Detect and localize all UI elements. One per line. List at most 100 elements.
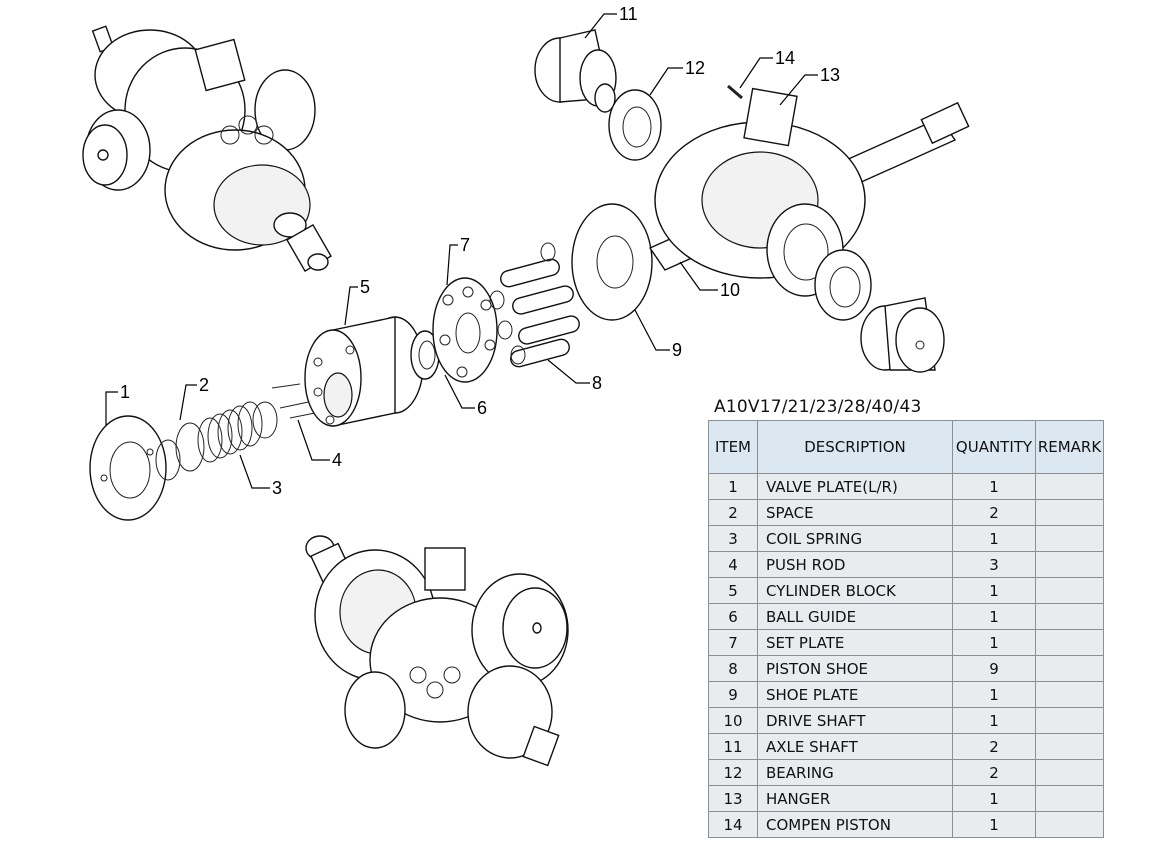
cell-description: SET PLATE <box>757 629 953 656</box>
cell-remark <box>1035 629 1104 656</box>
callout-1: 1 <box>120 382 130 402</box>
cell-item: 3 <box>708 525 758 552</box>
header-remark: REMARK <box>1035 420 1104 474</box>
cell-description: PISTON SHOE <box>757 655 953 682</box>
cell-item: 10 <box>708 707 758 734</box>
cell-quantity: 2 <box>952 759 1036 786</box>
cell-item: 7 <box>708 629 758 656</box>
cell-quantity: 3 <box>952 551 1036 578</box>
part-axle-shaft-upper <box>534 29 617 113</box>
cell-quantity: 1 <box>952 811 1036 838</box>
cell-item: 11 <box>708 733 758 760</box>
callout-4: 4 <box>332 450 342 470</box>
part-ball-guide <box>410 330 440 380</box>
table-header-row: ITEM DESCRIPTION QUANTITY REMARK <box>708 420 1104 474</box>
callout-14: 14 <box>775 48 795 68</box>
part-bearing-lower <box>814 249 872 321</box>
header-description: DESCRIPTION <box>757 420 953 474</box>
part-compen-piston <box>727 84 743 100</box>
header-item: ITEM <box>708 420 758 474</box>
cell-quantity: 2 <box>952 499 1036 526</box>
cell-description: COMPEN PISTON <box>757 811 953 838</box>
cell-remark <box>1035 551 1104 578</box>
cell-description: AXLE SHAFT <box>757 733 953 760</box>
cell-description: HANGER <box>757 785 953 812</box>
callout-13: 13 <box>820 65 840 85</box>
cell-item: 5 <box>708 577 758 604</box>
cell-item: 8 <box>708 655 758 682</box>
part-cylinder-block <box>304 316 424 427</box>
cell-item: 6 <box>708 603 758 630</box>
cell-quantity: 9 <box>952 655 1036 682</box>
cell-item: 4 <box>708 551 758 578</box>
part-coil-spring <box>197 401 263 463</box>
callout-9: 9 <box>672 340 682 360</box>
cell-remark <box>1035 785 1104 812</box>
cell-remark <box>1035 655 1104 682</box>
callout-7: 7 <box>460 235 470 255</box>
cell-remark <box>1035 707 1104 734</box>
callout-6: 6 <box>477 398 487 418</box>
assembled-pump-view-top <box>82 25 332 273</box>
cell-description: BALL GUIDE <box>757 603 953 630</box>
cell-item: 9 <box>708 681 758 708</box>
callout-3: 3 <box>272 478 282 498</box>
cell-remark <box>1035 759 1104 786</box>
cell-description: SHOE PLATE <box>757 681 953 708</box>
part-piston-shoes <box>489 242 580 368</box>
callout-10: 10 <box>720 280 740 300</box>
cell-item: 12 <box>708 759 758 786</box>
cell-remark <box>1035 603 1104 630</box>
cell-quantity: 1 <box>952 473 1036 500</box>
cell-quantity: 1 <box>952 707 1036 734</box>
cell-quantity: 1 <box>952 525 1036 552</box>
cell-remark <box>1035 681 1104 708</box>
cell-description: COIL SPRING <box>757 525 953 552</box>
cell-quantity: 1 <box>952 681 1036 708</box>
cell-description: CYLINDER BLOCK <box>757 577 953 604</box>
cell-remark <box>1035 577 1104 604</box>
cell-remark <box>1035 733 1104 760</box>
callout-12: 12 <box>685 58 705 78</box>
cell-quantity: 1 <box>952 603 1036 630</box>
part-valve-plate <box>89 415 167 521</box>
cell-item: 1 <box>708 473 758 500</box>
cell-remark <box>1035 473 1104 500</box>
callout-labels: 1 2 3 4 5 6 7 8 9 10 11 12 14 13 <box>120 4 840 498</box>
cell-remark <box>1035 499 1104 526</box>
callout-leaders <box>105 13 818 489</box>
cell-description: VALVE PLATE(L/R) <box>757 473 953 500</box>
cell-remark <box>1035 525 1104 552</box>
part-bearing-upper <box>608 89 662 161</box>
cell-quantity: 1 <box>952 785 1036 812</box>
part-space-rings <box>155 401 278 481</box>
cell-item: 13 <box>708 785 758 812</box>
callout-5: 5 <box>360 277 370 297</box>
callout-11: 11 <box>619 4 638 24</box>
header-quantity: QUANTITY <box>952 420 1036 474</box>
cell-quantity: 1 <box>952 577 1036 604</box>
callout-8: 8 <box>592 373 602 393</box>
cell-item: 14 <box>708 811 758 838</box>
cell-description: SPACE <box>757 499 953 526</box>
callout-2: 2 <box>199 375 209 395</box>
cell-quantity: 1 <box>952 629 1036 656</box>
parts-table-title: A10V17/21/23/28/40/43 <box>714 397 922 417</box>
assembled-pump-view-bottom <box>305 535 569 767</box>
